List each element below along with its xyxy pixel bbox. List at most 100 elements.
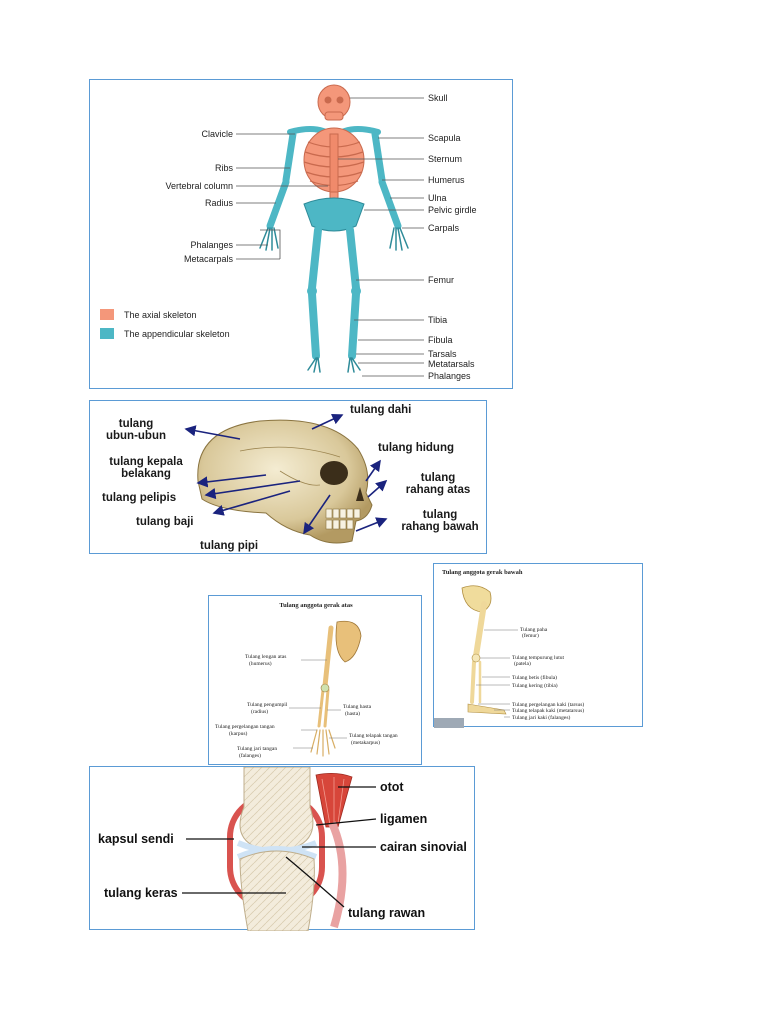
hand-bone-shapes <box>310 729 336 757</box>
joint-leaders <box>182 786 377 908</box>
leg-bones <box>308 226 360 360</box>
cartilage-lower <box>236 846 318 860</box>
upper-limb-title: Tulang anggota gerak atas <box>279 602 353 609</box>
label-cairan-sinovial: cairan sinovial <box>380 840 467 854</box>
label-tulang-keras: tulang keras <box>104 886 178 900</box>
leg-bone-shapes <box>470 601 487 704</box>
upper-limb-leaders <box>289 659 347 749</box>
label-hidung: tulang hidung <box>378 442 454 454</box>
label-tulang-rawan: tulang rawan <box>348 906 425 920</box>
label-metatarsus: Tulang telapak kaki (metatarsus) <box>512 707 584 714</box>
lower-limb-title: Tulang anggota gerak bawah <box>442 569 523 576</box>
label-fibula: Tulang betis (fibula) <box>512 674 557 681</box>
joint-diagram: otot ligamen kapsul sendi cairan sinovia… <box>89 766 475 931</box>
label-humerus-2: (humerus) <box>249 660 272 667</box>
label-radius: Radius <box>205 198 234 208</box>
hip-shape <box>461 585 492 613</box>
label-carpals: Carpals <box>428 223 460 233</box>
label-rahang-atas-2: rahang atas <box>406 484 471 496</box>
left-leaders <box>236 133 328 260</box>
eye-socket <box>320 461 348 485</box>
upper-bone-shape <box>239 767 314 851</box>
label-phalanges-hand: Phalanges <box>190 240 233 250</box>
joint-figure: otot ligamen kapsul sendi cairan sinovia… <box>98 767 467 931</box>
label-kapsul-sendi: kapsul sendi <box>98 832 174 846</box>
label-rahang-bawah-2: rahang bawah <box>401 521 478 533</box>
label-tibia: Tibia <box>428 315 447 325</box>
label-vertebral-column: Vertebral column <box>165 181 233 191</box>
label-phalanges-hand-1: Tulang jari tangan <box>237 746 277 752</box>
label-pelipis: tulang pelipis <box>102 492 176 504</box>
legend-swatch-axial <box>100 309 114 320</box>
label-patela-1: Tulang tempurung lutut <box>512 655 565 661</box>
legend-axial-label: The axial skeleton <box>124 310 197 320</box>
label-ulna: Ulna <box>428 193 447 203</box>
lower-bone-shape <box>239 850 315 931</box>
label-patela-2: (patela) <box>514 660 531 667</box>
label-ubun-ubun-1: tulang <box>119 418 154 430</box>
label-otot: otot <box>380 780 404 794</box>
legend-swatch-appendicular <box>100 328 114 339</box>
label-radius-2: (radius) <box>251 708 268 715</box>
label-pipi: tulang pipi <box>200 540 258 552</box>
nasal-cavity <box>356 487 364 501</box>
jaw-shape <box>324 111 344 121</box>
foot-bones <box>307 357 361 373</box>
label-carpus-1: Tulang pergelangan tangan <box>215 724 275 730</box>
label-radius-1: Tulang pengumpil <box>247 702 288 708</box>
label-ligamen: ligamen <box>380 812 427 826</box>
label-metacarpus-1: Tulang telapak tangan <box>349 733 398 739</box>
label-kepala-belakang-1: tulang kepala <box>109 456 183 468</box>
skeleton-diagram: Clavicle Ribs Vertebral column Radius Ph… <box>89 79 513 389</box>
label-sternum: Sternum <box>428 154 462 164</box>
foot-shape <box>467 703 507 715</box>
sternum-shape <box>329 133 339 195</box>
label-femur-1: Tulang paha <box>520 627 548 633</box>
label-phalanges-foot: Phalanges <box>428 371 471 381</box>
ligament-shape <box>328 821 347 929</box>
right-leaders <box>338 97 424 377</box>
teeth <box>325 508 361 530</box>
label-fibula: Fibula <box>428 335 453 345</box>
label-tarsals: Tarsals <box>428 349 457 359</box>
label-clavicle: Clavicle <box>201 129 233 139</box>
label-skull: Skull <box>428 93 448 103</box>
skull-arrows <box>184 413 388 535</box>
label-humerus-1: Tulang lengan atas <box>245 654 286 660</box>
pelvis-shape <box>303 197 365 232</box>
arm-bone-shapes <box>317 625 334 728</box>
skull-figure: tulang ubun-ubun tulang dahi tulang hidu… <box>102 404 479 552</box>
label-scapula: Scapula <box>428 133 461 143</box>
panel-footer-bar <box>434 718 464 728</box>
label-carpus-2: (karpus) <box>229 730 247 737</box>
skull-diagram: tulang ubun-ubun tulang dahi tulang hidu… <box>89 400 487 554</box>
skeleton-figure: Clavicle Ribs Vertebral column Radius Ph… <box>100 84 477 381</box>
label-ribs: Ribs <box>215 163 234 173</box>
label-kepala-belakang-2: belakang <box>121 468 171 480</box>
label-femur: Femur <box>428 275 454 285</box>
label-ubun-ubun-2: ubun-ubun <box>106 430 166 442</box>
label-humerus: Humerus <box>428 175 465 185</box>
label-metacarpus-2: (metakarpus) <box>351 739 380 746</box>
scapula-shape <box>335 620 362 663</box>
lower-limb-leaders <box>476 629 518 718</box>
label-metacarpals: Metacarpals <box>184 254 234 264</box>
label-tarsus: Tulang pergelangan kaki (tarsus) <box>512 701 584 708</box>
label-metatarsals: Metatarsals <box>428 359 475 369</box>
label-ulna-2: (hasta) <box>345 710 360 717</box>
label-rahang-bawah-1: tulang <box>423 509 458 521</box>
label-ulna-1: Tulang hasta <box>343 704 372 710</box>
label-tibia: Tulang kering (tibia) <box>512 682 558 689</box>
upper-limb-diagram: Tulang anggota gerak atas Tulang lengan … <box>208 595 422 765</box>
arm-bones <box>266 130 402 230</box>
label-baji: tulang baji <box>136 516 194 528</box>
label-dahi: tulang dahi <box>350 404 411 416</box>
lower-limb-figure: Tulang anggota gerak bawah Tulang paha (… <box>434 569 584 728</box>
hand-bones <box>259 227 409 251</box>
label-femur-2: (femur) <box>522 632 539 639</box>
label-rahang-atas-1: tulang <box>421 472 456 484</box>
label-phalanges-foot: Tulang jari kaki (falanges) <box>512 714 570 721</box>
lower-limb-diagram: Tulang anggota gerak bawah Tulang paha (… <box>433 563 643 728</box>
legend-appendicular-label: The appendicular skeleton <box>124 329 230 339</box>
label-phalanges-hand-2: (falanges) <box>239 752 261 759</box>
